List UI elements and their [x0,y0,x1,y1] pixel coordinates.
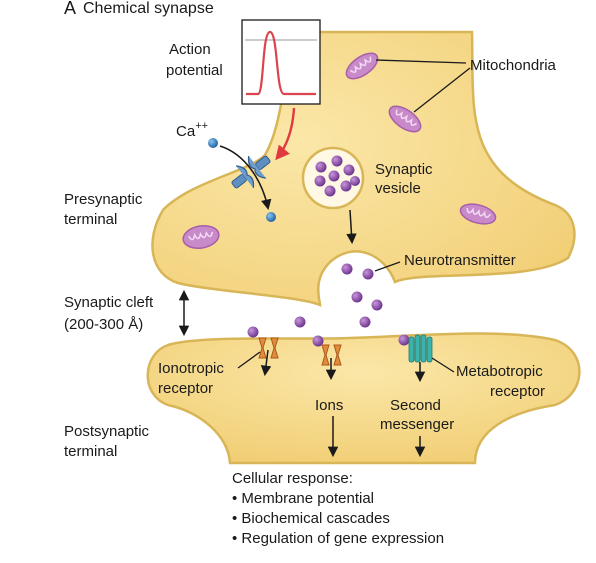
mitochondria-label: Mitochondria [470,57,557,74]
synaptic-vesicle-label-line1: Synaptic [375,161,433,178]
calcium-entry-arrow [219,145,272,211]
figure-title: Chemical synapse [83,0,214,17]
ionotropic-label-line2: receptor [158,380,213,397]
postsynaptic-label-line2: terminal [64,443,117,460]
synaptic-cleft-label-line1: Synaptic cleft [64,294,154,311]
postsynaptic-terminal [146,332,581,465]
vesicle-release-arrow [346,209,357,245]
mitochondrion-4 [182,224,220,250]
presynaptic-label-line2: terminal [64,211,117,228]
postsynaptic-label-line1: Postsynaptic [64,423,150,440]
action-potential-trace [246,30,316,96]
ionotropic-label-line1: Ionotropic [158,360,224,377]
presynaptic-label-line1: Presynaptic [64,191,143,208]
panel-letter: A [64,0,76,18]
ions-label: Ions [315,397,343,414]
metabotropic-label-line2: receptor [490,383,545,400]
action-potential-arrow [275,107,296,161]
presynaptic-terminal [151,30,576,307]
ionotropic-receptor-2 [312,335,342,381]
calcium-ion-outside [208,138,218,148]
cellular-response-item-3: • Regulation of gene expression [232,530,444,547]
metabotropic-receptor [398,334,433,383]
metabotropic-leader [431,357,455,373]
mitochondria-leader-1 [375,59,467,64]
vesicle-neurotransmitters [314,155,360,197]
calcium-label: Ca++ [176,120,208,140]
calcium-channel [231,155,271,189]
ionotropic-receptor-1 [247,326,279,377]
neurotransmitter-leader [374,261,401,272]
action-potential-inset [241,19,321,105]
neurotransmitter-label: Neurotransmitter [404,252,516,269]
mitochondrion-3 [459,203,497,225]
ionotropic-leader [237,351,261,369]
cellular-response-heading: Cellular response: [232,470,353,487]
cellular-response-item-2: • Biochemical cascades [232,510,390,527]
mitochondrion-2 [388,105,422,133]
synaptic-vesicle-label-line2: vesicle [375,180,421,197]
released-neurotransmitters [294,263,383,328]
mitochondria-leader-2 [413,67,471,113]
synaptic-cleft-label-line2: (200-300 Å) [64,316,143,333]
second-messenger-label-line2: messenger [380,416,454,433]
mitochondrion-1 [345,52,379,80]
calcium-ion-inside [266,212,276,222]
second-messenger-label-line1: Second [390,397,441,414]
action-potential-label-line2: potential [166,62,223,79]
metabotropic-label-line1: Metabotropic [456,363,543,380]
action-potential-label-line1: Action [169,41,211,58]
cellular-response-item-1: • Membrane potential [232,490,374,507]
